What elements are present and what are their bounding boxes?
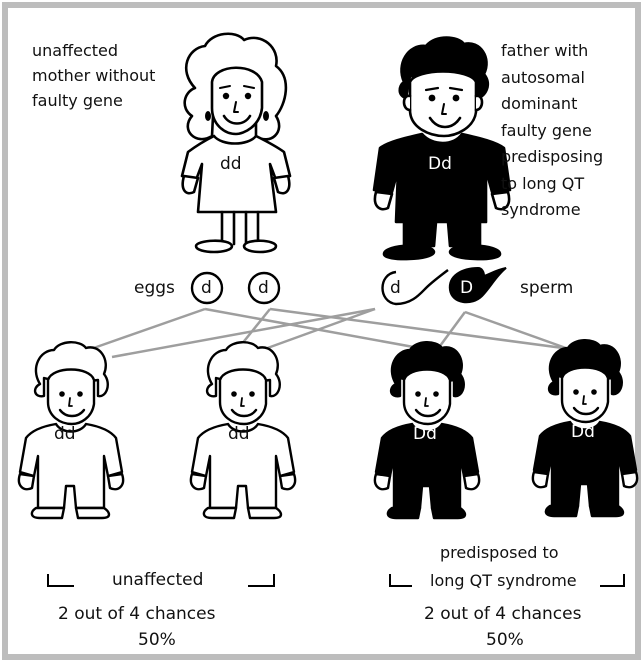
child-4-genotype: Dd bbox=[571, 422, 595, 442]
mother-figure bbox=[180, 32, 292, 254]
father-label-line-4: faulty gene bbox=[501, 120, 592, 140]
egg-1-circle bbox=[190, 271, 224, 305]
bracket-right-start bbox=[389, 574, 412, 587]
brackets bbox=[47, 574, 625, 587]
unaffected-chances: 2 out of 4 chances bbox=[58, 604, 216, 624]
eggs-label: eggs bbox=[134, 278, 175, 298]
sperm-d-shape bbox=[381, 269, 449, 306]
mother-label-line-3: faulty gene bbox=[32, 91, 123, 110]
father-label-line-6: to long QT bbox=[501, 173, 585, 193]
affected-percent: 50% bbox=[486, 630, 524, 650]
egg-2-circle bbox=[247, 271, 281, 305]
sperm-D-shape bbox=[448, 266, 507, 304]
cross-lines bbox=[87, 307, 579, 359]
unaffected-group-label: unaffected bbox=[112, 570, 204, 590]
father-genotype: Dd bbox=[428, 154, 452, 174]
father-label-line-7: syndrome bbox=[501, 200, 581, 219]
mother-label-line-2: mother without bbox=[32, 66, 156, 85]
father-label-line-2: autosomal bbox=[501, 67, 585, 87]
sperm-2-allele: D bbox=[460, 278, 474, 298]
child-3-genotype: Dd bbox=[413, 424, 437, 444]
father-label-line-3: dominant bbox=[501, 94, 578, 113]
father-label-line-5: predisposing bbox=[501, 147, 604, 166]
unaffected-percent: 50% bbox=[138, 630, 176, 650]
affected-group-label-line-2: long QT syndrome bbox=[430, 571, 577, 590]
father-label: father with autosomal dominant faulty ge… bbox=[501, 38, 603, 224]
affected-group-label-line-1: predisposed to bbox=[440, 543, 559, 562]
egg-1-allele: d bbox=[201, 278, 212, 298]
father-label-line-1: father with bbox=[501, 41, 589, 60]
sperm-1-allele: d bbox=[390, 278, 401, 298]
bracket-left-start bbox=[47, 574, 74, 587]
bracket-right-end bbox=[600, 574, 625, 587]
mother-genotype: dd bbox=[220, 154, 242, 174]
father-figure bbox=[372, 36, 512, 261]
affected-chances: 2 out of 4 chances bbox=[424, 604, 582, 624]
mother-label-line-1: unaffected bbox=[32, 41, 119, 60]
mother-label: unaffected mother without faulty gene bbox=[32, 38, 155, 113]
egg-2-allele: d bbox=[258, 278, 269, 298]
bracket-left-end bbox=[248, 574, 275, 587]
sperm-label: sperm bbox=[520, 278, 574, 298]
child-2-genotype: dd bbox=[228, 424, 250, 444]
child-1-genotype: dd bbox=[54, 424, 76, 444]
